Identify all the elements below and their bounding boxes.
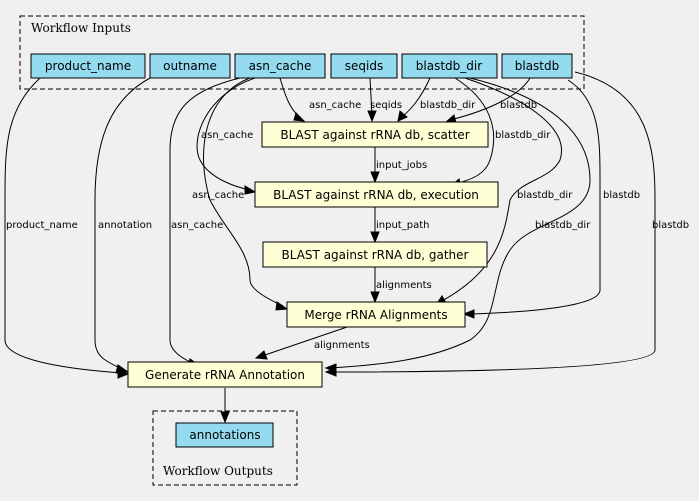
arrow-generate-outname [115,364,130,374]
input-blastdb-label: blastdb [515,59,560,73]
edge-label-blastdbdir-merge: blastdb_dir [517,190,573,201]
arrow-scatter-asn [293,112,306,122]
input-seqids[interactable]: seqids [330,53,398,79]
step-scatter-box[interactable] [261,121,489,148]
edge-blastdb-generate [329,71,656,373]
input-outname-box[interactable] [149,53,231,79]
edge-asn-merge [203,77,284,307]
edge-label-execution-gather: input_path [376,220,429,231]
edge-label-blastdbdir-generate: blastdb_dir [535,220,591,231]
input-blastdb[interactable]: blastdb [501,53,573,79]
edge-label-scatter-execution: input_jobs [376,160,427,171]
step-scatter-label: BLAST against rRNA db, scatter [280,128,469,142]
output-annotations[interactable]: annotations [175,422,274,448]
step-generate-label: Generate rRNA Annotation [145,368,305,382]
edge-label-blastdb-scatter: blastdb [500,100,537,111]
edge-label-product-generate: product_name [6,220,78,231]
arrow-merge-asn [275,301,289,311]
edge-outname-generate [94,77,151,370]
step-execution-box[interactable] [254,181,499,208]
input-outname-label: outname [163,59,217,73]
input-blastdb-dir-label: blastdb_dir [416,59,482,73]
edge-label-gather-merge: alignments [376,280,432,291]
input-blastdb-dir-box[interactable] [401,53,498,79]
input-product-name-label: product_name [45,59,131,73]
edge-seqids-scatter [369,77,373,116]
edge-label-asn-scatter: asn_cache [309,100,361,111]
input-blastdb-dir[interactable]: blastdb_dir [401,53,498,79]
arrow-scatter-seqids [367,110,377,123]
arrow-gather-execution [370,231,380,244]
edge-asn-generate [169,77,241,365]
input-seqids-label: seqids [345,59,383,73]
input-nodes: product_name outname asn_cache seqids bl… [30,53,573,79]
edge-blastdbdir-merge [439,77,562,303]
arrow-generate-blastdb [324,367,337,377]
arrow-merge-gather [370,291,380,304]
workflow-outputs-label: Workflow Outputs [163,464,273,478]
input-seqids-box[interactable] [330,53,398,79]
step-execution[interactable]: BLAST against rRNA db, execution [254,181,499,208]
step-nodes: BLAST against rRNA db, scatter BLAST aga… [127,121,499,388]
step-generate[interactable]: Generate rRNA Annotation [127,361,323,388]
arrow-scatter-blastdbdir [397,110,408,122]
input-outname[interactable]: outname [149,53,231,79]
edge-label-seqids-scatter: seqids [370,100,402,111]
edge-labels: asn_cache seqids blastdb_dir blastdb asn… [6,100,689,351]
input-asn-cache-box[interactable] [234,53,326,79]
step-merge[interactable]: Merge rRNA Alignments [286,301,466,328]
input-asn-cache[interactable]: asn_cache [234,53,326,79]
step-execution-label: BLAST against rRNA db, execution [273,188,479,202]
edges [4,71,656,416]
edge-label-blastdb-merge: blastdb [603,190,640,201]
edge-blastdb-scatter [449,77,531,121]
edge-blastdbdir-execution [454,77,495,185]
step-gather-label: BLAST against rRNA db, gather [282,248,469,262]
arrow-annotations-generate [220,411,230,424]
edge-label-asn-merge: asn_cache [192,190,244,201]
edge-blastdbdir-generate [329,77,591,369]
input-product-name[interactable]: product_name [30,53,146,79]
input-asn-cache-label: asn_cache [249,59,312,73]
edge-label-blastdbdir-scatter: blastdb_dir [420,100,476,111]
step-merge-label: Merge rRNA Alignments [304,308,447,322]
edge-label-asn-execution: asn_cache [201,130,253,141]
step-generate-box[interactable] [127,361,323,388]
edge-label-merge-generate: alignments [314,340,370,351]
workflow-inputs-cluster [19,15,585,90]
arrow-merge-blastdb [462,309,475,319]
output-annotations-box[interactable] [175,422,274,448]
edge-merge-generate [261,325,351,357]
arrow-execution-scatter [370,171,380,184]
step-gather-box[interactable] [262,241,488,268]
edge-product-generate [4,77,123,374]
input-blastdb-box[interactable] [501,53,573,79]
edge-label-outname-generate: annotation [98,220,152,231]
edge-label-asn-generate: asn_cache [171,220,223,231]
edge-blastdbdir-scatter [401,77,431,118]
arrow-generate-merge [254,350,268,360]
edge-label-blastdb-generate: blastdb [652,220,689,231]
step-scatter[interactable]: BLAST against rRNA db, scatter [261,121,489,148]
output-annotations-label: annotations [189,428,260,442]
edge-label-blastdbdir-execution: blastdb_dir [495,130,551,141]
arrow-execution-asn [244,185,257,195]
step-merge-box[interactable] [286,301,466,328]
workflow-inputs-label: Workflow Inputs [31,21,131,35]
input-product-name-box[interactable] [30,53,146,79]
edge-asn-execution [196,77,256,191]
step-gather[interactable]: BLAST against rRNA db, gather [262,241,488,268]
edge-blastdb-merge [467,79,601,315]
edge-asn-scatter [279,77,301,118]
